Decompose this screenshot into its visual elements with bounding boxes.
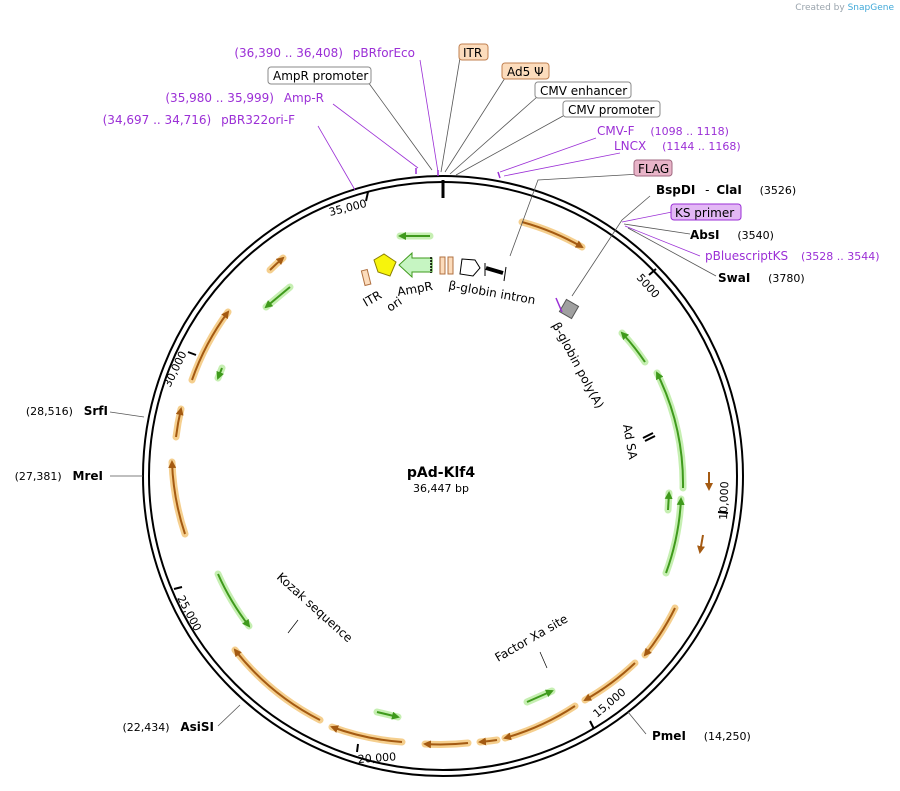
cmv-promoter-box	[562, 100, 661, 118]
scale-ticks	[173, 191, 729, 753]
ampr-promoter-box	[267, 66, 372, 85]
label-asisi: (22,434) AsiSI	[122, 720, 214, 734]
tick-30000: 30,000	[161, 349, 190, 389]
swai-pos: (3780)	[768, 272, 805, 285]
green-arrows	[216, 232, 685, 720]
watermark-created-by: Created by	[795, 3, 845, 13]
itr-feature-box	[360, 268, 372, 287]
lncx-pos: (1144 .. 1168)	[662, 140, 741, 153]
asisi-pos: (22,434)	[122, 721, 169, 734]
tick-20000: 20,000	[357, 750, 396, 766]
lncx-name: LNCX	[614, 139, 646, 153]
snapgene-brand: SnapGene	[847, 3, 894, 13]
plasmid-name: pAd-Klf4	[407, 465, 475, 481]
swai-name: SwaI	[718, 271, 750, 285]
orange-arrows	[168, 221, 713, 749]
plasmid-size: 36,447 bp	[413, 482, 469, 495]
feature-label-ampr: AmpR	[396, 279, 434, 299]
mrei-name: MreI	[73, 469, 103, 483]
leader-lines	[109, 57, 717, 735]
srfi-pos: (28,516)	[26, 405, 73, 418]
bspdi-name: BspDI	[656, 183, 695, 197]
small-purple-tick-3	[497, 171, 501, 179]
itr-glyph-small-1	[439, 256, 446, 275]
pbr322ori-name: pBR322ori-F	[221, 113, 295, 127]
label-mrei: (27,381) MreI	[15, 469, 103, 483]
feature-label-kozak: Kozak sequence	[274, 570, 355, 645]
pbrforeco-pos: (36,390 .. 36,408)	[234, 46, 343, 60]
ad5-box	[501, 62, 550, 80]
asisi-name: AsiSI	[180, 720, 214, 734]
ks-primer-box	[670, 203, 742, 221]
label-bspdi: BspDI - ClaI (3526)	[656, 183, 796, 197]
pmei-pos: (14,250)	[704, 730, 751, 743]
kozak-leader	[287, 619, 299, 634]
label-pmei: PmeI (14,250)	[652, 729, 751, 743]
cmv-enhancer-label: CMV enhancer	[540, 84, 627, 98]
tick-10000: 10,000	[717, 481, 731, 520]
cmvf-name: CMV-F	[597, 124, 635, 138]
ad-sa-glyph	[642, 432, 656, 442]
polya-glyph	[558, 298, 580, 320]
srfi-name: SrfI	[84, 404, 108, 418]
tick-25000: 25,000	[174, 593, 204, 633]
mrei-pos: (27,381)	[15, 470, 62, 483]
bspdi-pos: (3526)	[760, 184, 797, 197]
cmvf-pos: (1098 .. 1118)	[650, 125, 729, 138]
factor-xa-leader	[539, 651, 548, 669]
cmv-promoter-label: CMV promoter	[568, 103, 655, 117]
pbrforeco-name: pBRforEco	[353, 46, 415, 60]
tick-35000: 35,000	[328, 197, 369, 219]
ampr-site-name: Amp-R	[284, 91, 324, 105]
pbluescript-pos: (3528 .. 3544)	[801, 250, 880, 263]
snapgene-watermark: Created by SnapGene	[795, 3, 894, 13]
ori-feature-arrow	[373, 253, 397, 277]
itr-top-label: ITR	[463, 46, 482, 60]
itr-glyph-small-2	[447, 256, 454, 275]
label-pbluescript: pBluescriptKS (3528 .. 3544)	[705, 249, 880, 263]
bspdi-sep: -	[705, 183, 709, 197]
pbr322ori-pos: (34,697 .. 34,716)	[103, 113, 212, 127]
cmv-glyph	[459, 258, 481, 277]
label-srfi: (28,516) SrfI	[26, 404, 108, 418]
feature-label-factor-xa: Factor Xa site	[493, 612, 571, 665]
ad5-label: Ad5 Ψ	[507, 65, 544, 79]
ampr-promoter-label: AmpR promoter	[273, 69, 368, 83]
pbluescript-name: pBluescriptKS	[705, 249, 788, 263]
intron-glyph	[485, 266, 504, 275]
feature-label-ad-sa: Ad SA	[620, 423, 640, 461]
feature-label-bglobin-intron: β-globin intron	[447, 278, 536, 307]
flag-box	[633, 159, 673, 177]
absi-name: AbsI	[690, 228, 719, 242]
label-cmvf: CMV-F (1098 .. 1118)	[597, 124, 729, 138]
intron-glyph-tick-2	[503, 266, 507, 282]
label-lncx: LNCX (1144 .. 1168)	[614, 139, 741, 153]
pmei-name: PmeI	[652, 729, 686, 743]
ampr-feature-arrow	[398, 251, 433, 279]
absi-pos: (3540)	[737, 229, 774, 242]
flag-label: FLAG	[638, 162, 669, 176]
cmv-enhancer-box	[534, 81, 632, 99]
label-ampr: (35,980 .. 35,999) Amp-R	[165, 91, 324, 105]
clai-name: ClaI	[716, 183, 741, 197]
polya-glyph-bar	[555, 297, 563, 313]
label-pbr322ori: (34,697 .. 34,716) pBR322ori-F	[103, 113, 295, 127]
feature-label-bglobin-polya: β-globin poly(A)	[549, 320, 606, 411]
label-absi: AbsI (3540)	[690, 228, 774, 242]
ampr-site-pos: (35,980 .. 35,999)	[165, 91, 274, 105]
feature-label-itr: ITR	[361, 288, 385, 310]
ks-primer-label: KS primer	[675, 206, 734, 220]
label-swai: SwaI (3780)	[718, 271, 805, 285]
itr-top-box	[458, 43, 489, 61]
label-pbrforeco: (36,390 .. 36,408) pBRforEco	[234, 46, 415, 60]
